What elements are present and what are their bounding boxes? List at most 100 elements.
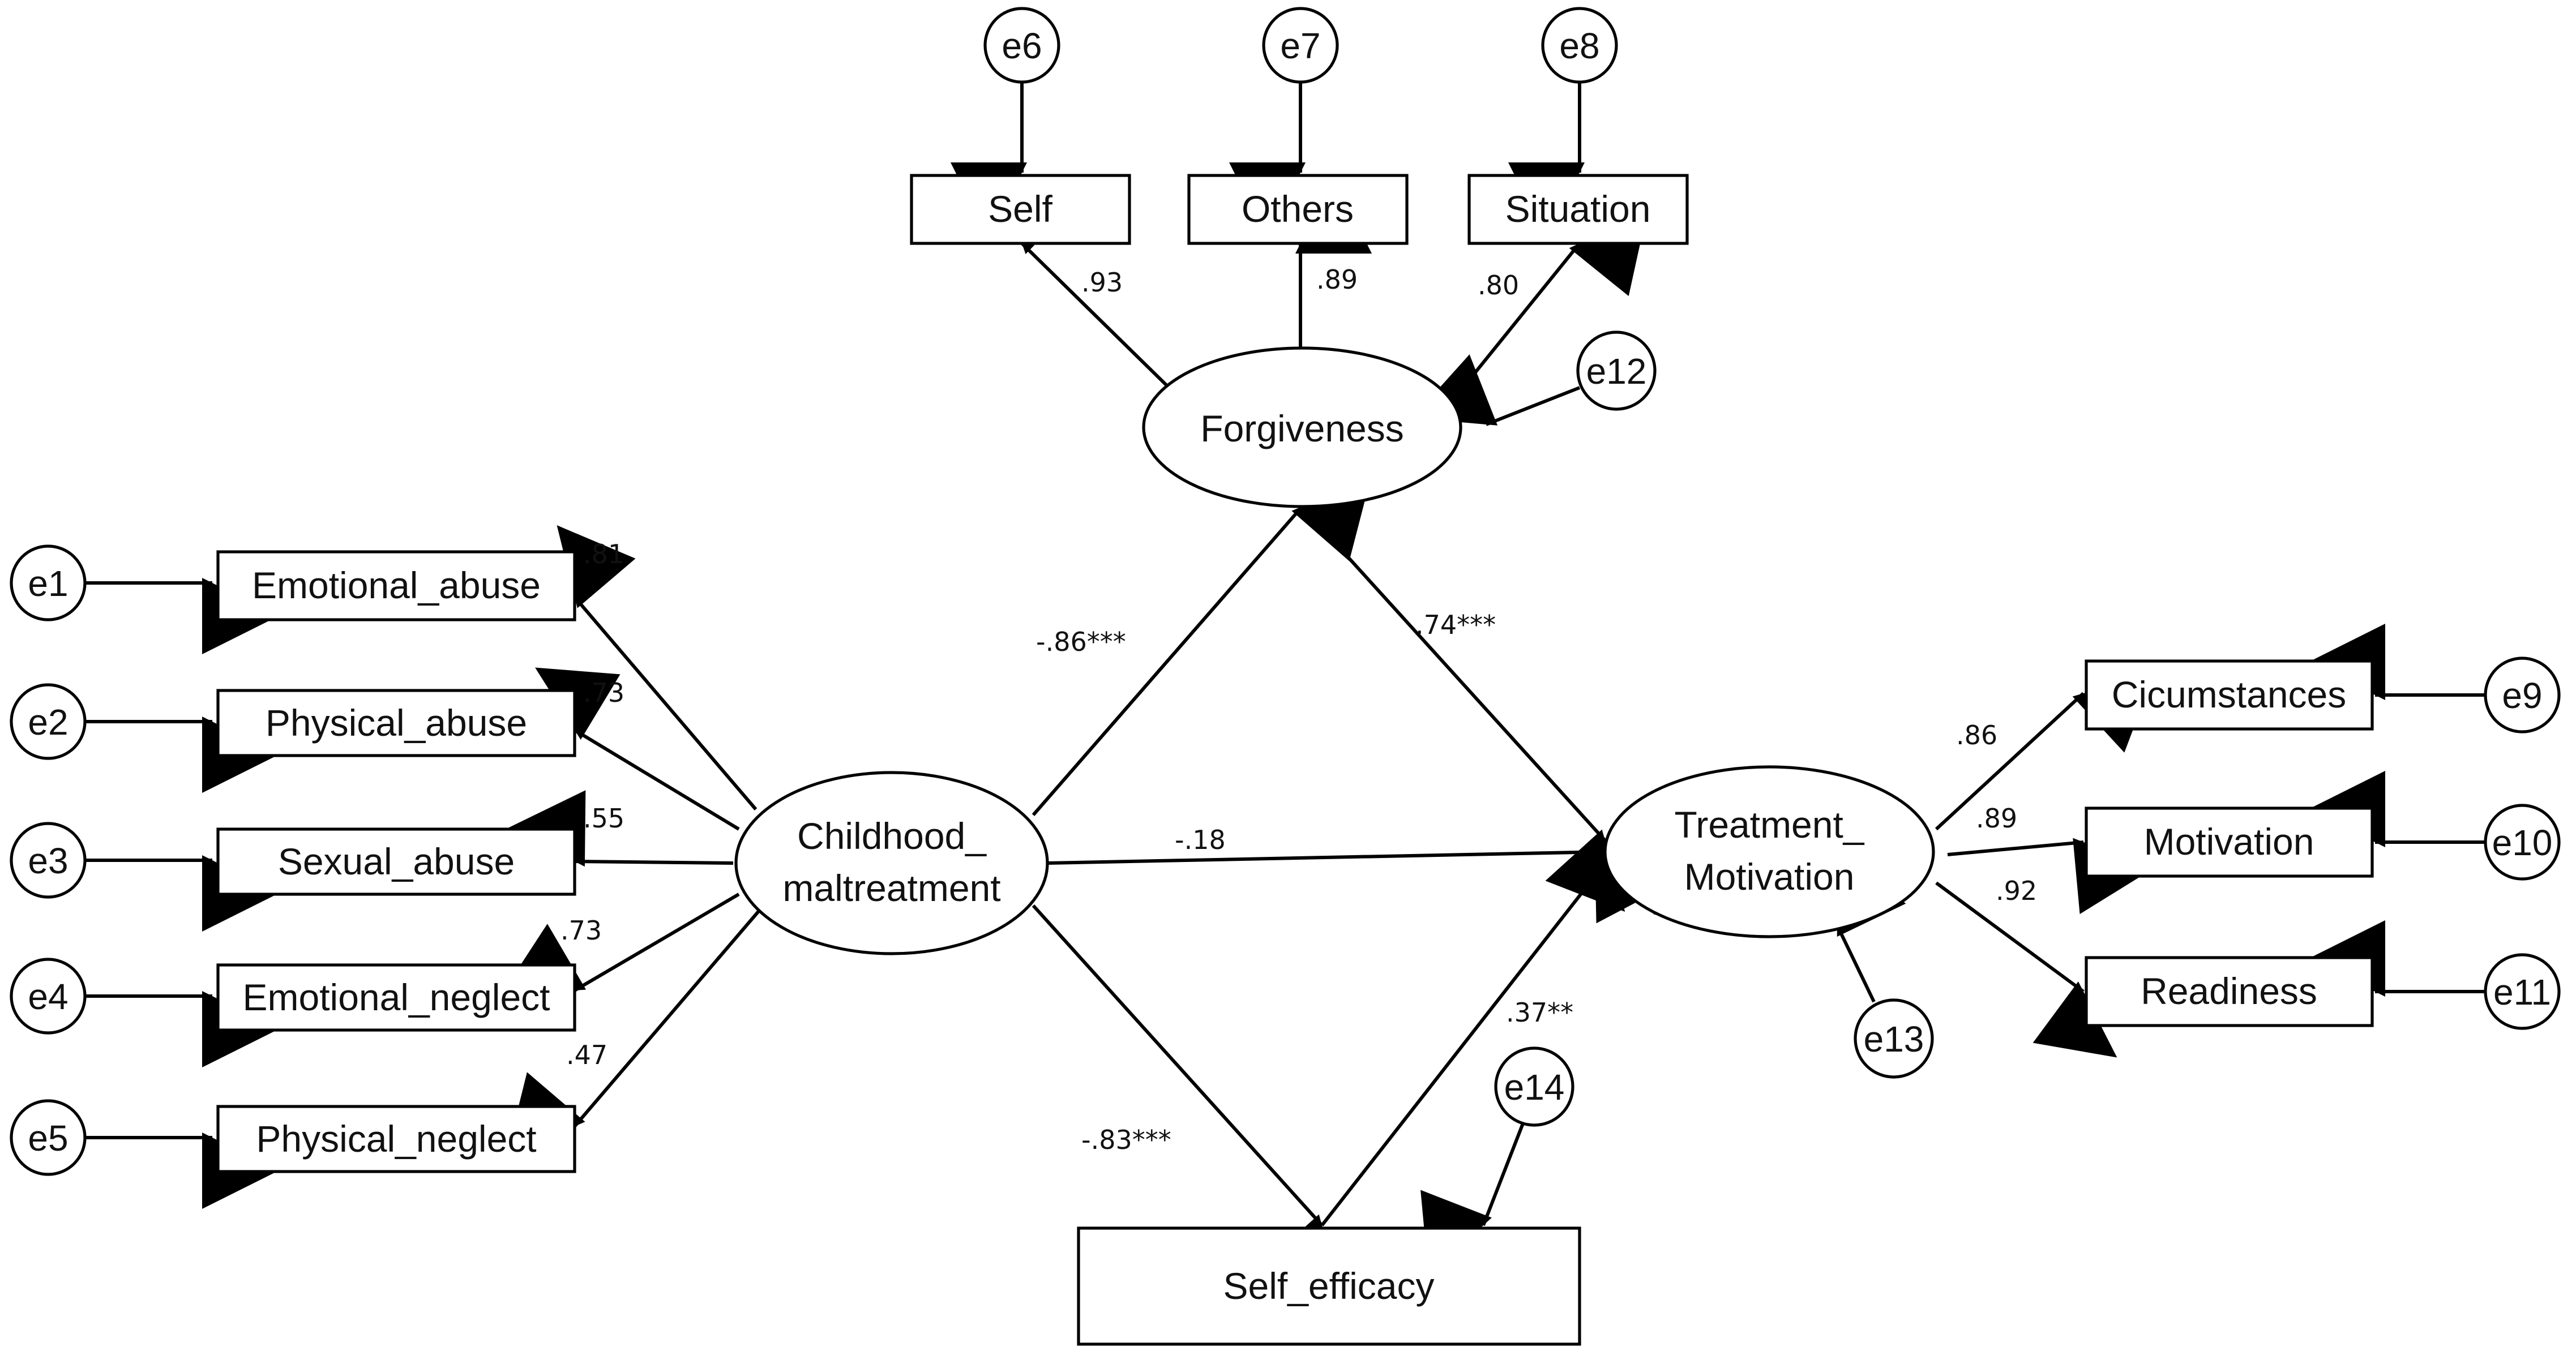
coef-forgiveness-treatment: .74***: [1415, 610, 1496, 640]
error-e5: e5: [10, 1099, 87, 1176]
edge-childhood-physical-neglect: [506, 910, 760, 1155]
error-e3: e3: [10, 822, 87, 899]
edge-e14-selfefficacy: [1420, 1122, 1525, 1275]
error-e10: e10: [2484, 804, 2561, 881]
error-e6: e6: [983, 7, 1060, 84]
coef-physical-abuse: .73: [583, 677, 624, 708]
error-e7-label: e7: [1280, 25, 1320, 66]
error-e14: e14: [1494, 1046, 1574, 1127]
box-others-label: Others: [1242, 188, 1354, 230]
box-physical-abuse: Physical_abuse: [216, 689, 576, 757]
error-e6-label: e6: [1002, 25, 1042, 66]
error-e8: e8: [1541, 7, 1618, 84]
box-cicumstances-label: Cicumstances: [2112, 674, 2346, 715]
coef-emotional-neglect: .73: [560, 915, 602, 946]
edge-childhood-selfefficacy: [1032, 904, 1342, 1297]
coef-selfefficacy-treatment: .37**: [1506, 997, 1573, 1028]
latent-variables: Childhood_ maltreatment Forgiveness Trea…: [734, 346, 1935, 955]
error-e13: e13: [1854, 998, 1934, 1079]
box-motivation-label: Motivation: [2144, 821, 2314, 863]
box-situation-label: Situation: [1505, 188, 1651, 230]
latent-treatment-motivation: Treatment_ Motivation: [1603, 765, 1935, 938]
coef-situation: .80: [1478, 270, 1519, 301]
error-terms: e1 e2 e3 e4 e5 e6 e7 e8 e9 e10 e11 e12 e…: [10, 7, 2561, 1176]
error-e12-label: e12: [1586, 351, 1647, 392]
box-motivation: Motivation: [2085, 807, 2374, 878]
error-e3-label: e3: [28, 840, 68, 881]
edges: [85, 82, 2485, 1297]
edge-e12-forgiveness: [1412, 354, 1581, 426]
edge-childhood-treatment: [1047, 847, 1672, 924]
box-readiness: Readiness: [2085, 956, 2374, 1027]
error-e1: e1: [10, 544, 87, 621]
coef-childhood-selfefficacy: -.83***: [1081, 1125, 1171, 1155]
coef-sexual-abuse: .55: [583, 803, 624, 834]
latent-childhood-line1: Childhood_: [797, 815, 987, 857]
edge-childhood-emotional-neglect: [500, 893, 740, 996]
edge-forgiveness-self: [998, 173, 1174, 392]
edge-childhood-emotional-abuse: [557, 525, 758, 810]
indicator-boxes: Emotional_abuse Physical_abuse Sexual_ab…: [216, 174, 2374, 1346]
edge-childhood-sexual-abuse: [508, 790, 734, 867]
error-e5-label: e5: [28, 1118, 68, 1159]
edge-childhood-forgiveness: [1032, 478, 1371, 816]
box-situation: Situation: [1467, 174, 1689, 245]
coef-others: .89: [1316, 264, 1358, 295]
edge-forgiveness-treatment: [1300, 505, 1625, 912]
edge-treatment-motivation: [1947, 838, 2153, 915]
coef-readiness: .92: [1996, 876, 2037, 906]
edge-e13-treatment: [1835, 851, 1906, 1003]
error-e12: e12: [1576, 331, 1657, 411]
coef-motivation: .89: [1976, 803, 2017, 834]
latent-childhood-maltreatment: Childhood_ maltreatment: [734, 771, 1049, 955]
box-emotional-neglect-label: Emotional_neglect: [242, 976, 550, 1018]
latent-forgiveness: Forgiveness: [1142, 346, 1462, 508]
latent-childhood-line2: maltreatment: [782, 867, 1000, 909]
box-others: Others: [1187, 174, 1409, 245]
box-emotional-neglect: Emotional_neglect: [216, 963, 576, 1032]
edge-treatment-cicumstances: [1935, 672, 2155, 831]
error-e14-label: e14: [1504, 1067, 1565, 1108]
box-physical-neglect: Physical_neglect: [216, 1105, 576, 1173]
error-e4-label: e4: [28, 976, 68, 1017]
coef-emotional-abuse: .81: [583, 539, 624, 569]
box-self-efficacy-label: Self_efficacy: [1223, 1265, 1435, 1307]
box-sexual-abuse: Sexual_abuse: [216, 827, 576, 896]
coef-self: .93: [1081, 267, 1123, 298]
coefficient-labels: .81 .73 .55 .73 .47 .93 .89 .80 .86 .89 …: [560, 264, 2037, 1155]
error-e9-label: e9: [2502, 675, 2542, 716]
latent-forgiveness-label: Forgiveness: [1200, 407, 1404, 449]
box-self-efficacy: Self_efficacy: [1077, 1226, 1581, 1346]
error-e9: e9: [2484, 657, 2561, 733]
edge-selfefficacy-treatment: [1320, 831, 1672, 1226]
latent-treatment-line1: Treatment_: [1674, 804, 1864, 846]
box-emotional-abuse-label: Emotional_abuse: [252, 564, 541, 606]
box-sexual-abuse-label: Sexual_abuse: [278, 840, 515, 882]
error-e10-label: e10: [2492, 822, 2553, 863]
error-e1-label: e1: [28, 563, 68, 604]
box-physical-neglect-label: Physical_neglect: [256, 1118, 536, 1160]
edge-childhood-physical-abuse: [535, 667, 740, 831]
error-e11: e11: [2484, 953, 2561, 1030]
box-emotional-abuse: Emotional_abuse: [216, 550, 576, 621]
edge-treatment-readiness: [1935, 881, 2117, 1058]
coef-physical-neglect: .47: [566, 1040, 607, 1070]
latent-treatment-line2: Motivation: [1684, 856, 1855, 898]
error-e2: e2: [10, 683, 87, 760]
error-e13-label: e13: [1864, 1019, 1924, 1059]
box-cicumstances: Cicumstances: [2085, 659, 2374, 731]
coef-childhood-forgiveness: -.86***: [1036, 627, 1126, 657]
box-self: Self: [910, 174, 1131, 245]
error-e11-label: e11: [2493, 972, 2551, 1013]
edge-forgiveness-situation: [1459, 212, 1648, 392]
error-e4: e4: [10, 958, 87, 1035]
error-e7: e7: [1262, 7, 1339, 84]
box-self-label: Self: [988, 188, 1052, 230]
box-readiness-label: Readiness: [2141, 970, 2317, 1012]
error-e8-label: e8: [1559, 25, 1599, 66]
coef-childhood-treatment: -.18: [1175, 825, 1226, 855]
error-e2-label: e2: [28, 702, 68, 743]
coef-cicumstances: .86: [1956, 720, 1997, 750]
box-physical-abuse-label: Physical_abuse: [266, 702, 527, 744]
